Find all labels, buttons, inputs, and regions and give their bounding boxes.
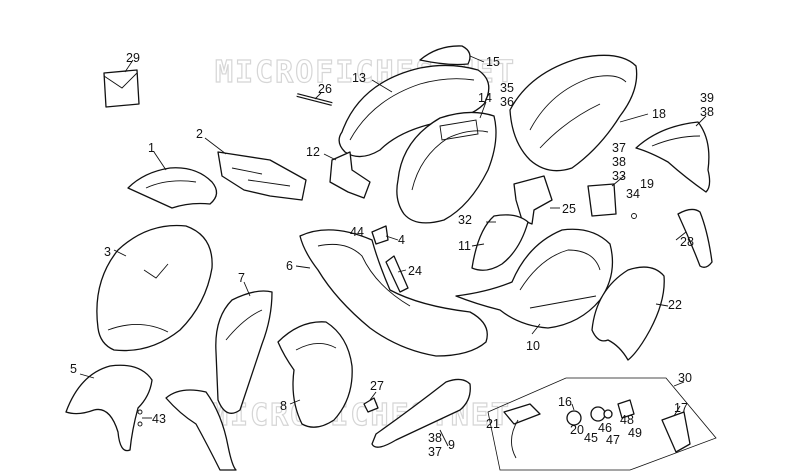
label-11: 11 [458,239,471,253]
label-29: 29 [126,51,140,65]
part-29-bag [103,59,140,108]
label-36: 36 [500,95,514,109]
label-2: 2 [196,127,203,141]
label-7: 7 [238,271,245,285]
part-9-side-rail [371,378,471,448]
part-22-front-fender [591,266,669,361]
part-26-rod [296,92,333,106]
label-4: 4 [398,233,405,247]
label-22: 22 [668,298,682,312]
part-1-panel [127,151,218,209]
label-10: 10 [526,339,540,353]
label-18: 18 [652,107,666,121]
part-7-leg-shield [215,281,273,414]
label-38-mid: 38 [612,155,626,169]
label-43: 43 [152,412,166,426]
label-37-top: 37 [612,141,626,155]
label-6: 6 [286,259,293,273]
label-30: 30 [678,371,692,385]
label-8: 8 [280,399,287,413]
label-44: 44 [350,225,364,239]
label-9: 9 [448,438,455,452]
label-37-low: 37 [428,445,442,459]
label-16: 16 [558,395,572,409]
part-2-inner-shield [204,137,307,201]
part-15-cover [419,45,485,66]
label-46: 46 [598,421,612,435]
part-25-box [513,175,560,225]
label-14: 14 [478,91,492,105]
label-25: 25 [562,202,576,216]
part-18-rear-body [509,54,649,172]
label-47: 47 [606,433,620,447]
label-20: 20 [570,423,584,437]
part-24-grille [385,255,409,293]
label-38-low: 38 [428,431,442,445]
label-21: 21 [486,417,500,431]
label-34: 34 [626,187,640,201]
label-32: 32 [458,213,472,227]
label-28: 28 [680,235,694,249]
label-26: 26 [318,82,332,96]
label-45: 45 [584,431,598,445]
label-39: 39 [700,91,714,105]
label-13: 13 [352,71,366,85]
part-5-fender [65,364,153,452]
label-33: 33 [612,169,626,183]
part-44-4-clips [371,225,399,245]
label-48: 48 [620,413,634,427]
part-33-plate [587,175,637,219]
part-11-side-cover [471,214,529,271]
label-5: 5 [70,362,77,376]
label-3: 3 [104,245,111,259]
label-12: 12 [306,145,320,159]
label-19: 19 [640,177,654,191]
part-labels: 29 15 13 26 35 36 14 39 38 18 2 1 12 37 … [70,51,714,459]
label-17: 17 [674,401,688,415]
label-24: 24 [408,264,422,278]
part-8-lower-shield [277,321,353,428]
part-12-bracket [323,151,371,199]
part-14-storage-tub [396,101,497,224]
part-inner-lower-cover [165,389,237,471]
part-6-floorboard [295,229,488,357]
part-10-underbody [455,228,614,335]
label-15: 15 [486,55,500,69]
label-38-top: 38 [700,105,714,119]
label-1: 1 [148,141,155,155]
label-35: 35 [500,81,514,95]
part-30-lock-kit [487,377,717,471]
part-3-front-shield [96,224,213,352]
part-27-clip [363,391,379,413]
part-28-trim [675,208,713,268]
label-27: 27 [370,379,384,393]
part-38-39-rear-fender [635,115,711,193]
label-49: 49 [628,426,642,440]
